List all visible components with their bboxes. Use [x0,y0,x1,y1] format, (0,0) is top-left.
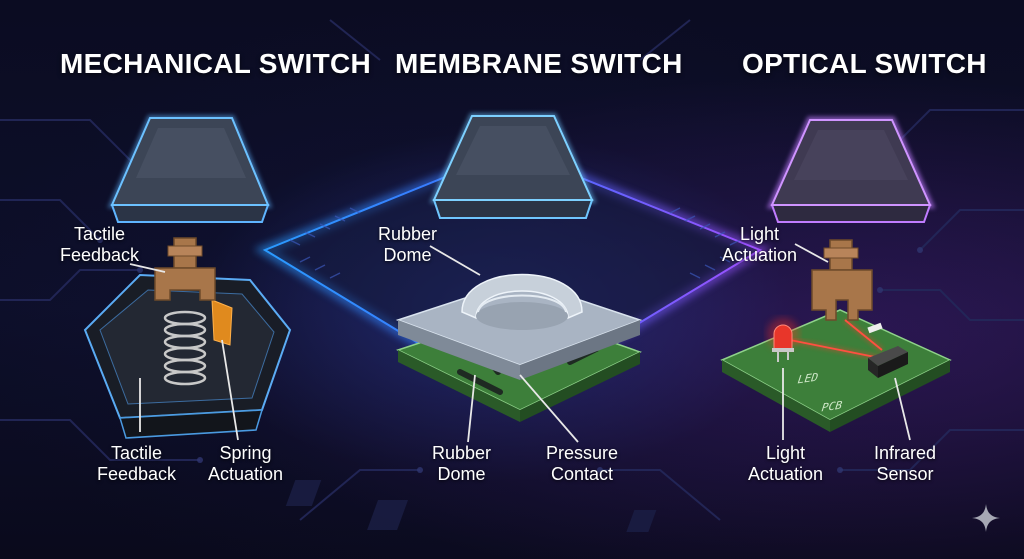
sparkle-icon [972,504,1000,532]
label-optical-bottom-right: Infrared Sensor [874,443,937,484]
optical-pcb [720,309,952,432]
label-mechanical-bottom-right: Spring Actuation [208,443,284,484]
mechanical-keycap [107,115,273,223]
label-optical-bottom-left: Light Actuation [748,443,824,484]
infrared-sensor [868,346,908,378]
label-membrane-bottom-right: Pressure Contact [546,443,619,484]
optical-stem [811,239,873,321]
label-mechanical-bottom-left: Tactile Feedback [97,443,177,484]
title-mechanical-switch: MECHANICAL SWITCH [60,48,372,79]
led [767,318,799,362]
contact-leaf [211,299,233,346]
label-mechanical-top: Tactile Feedback [60,224,140,265]
mechanical-stem [154,237,216,301]
title-membrane-switch: MEMBRANE SWITCH [395,48,683,79]
label-optical-top: Light Actuation [722,224,798,265]
optical-keycap [766,116,936,223]
label-membrane-bottom-left: Rubber Dome [432,443,492,484]
infrared-beam [789,318,884,361]
title-optical-switch: OPTICAL SWITCH [742,48,987,79]
spring [163,310,207,386]
label-membrane-top: Rubber Dome [378,224,438,265]
rubber-dome [461,273,583,330]
membrane-keycap [429,113,597,219]
